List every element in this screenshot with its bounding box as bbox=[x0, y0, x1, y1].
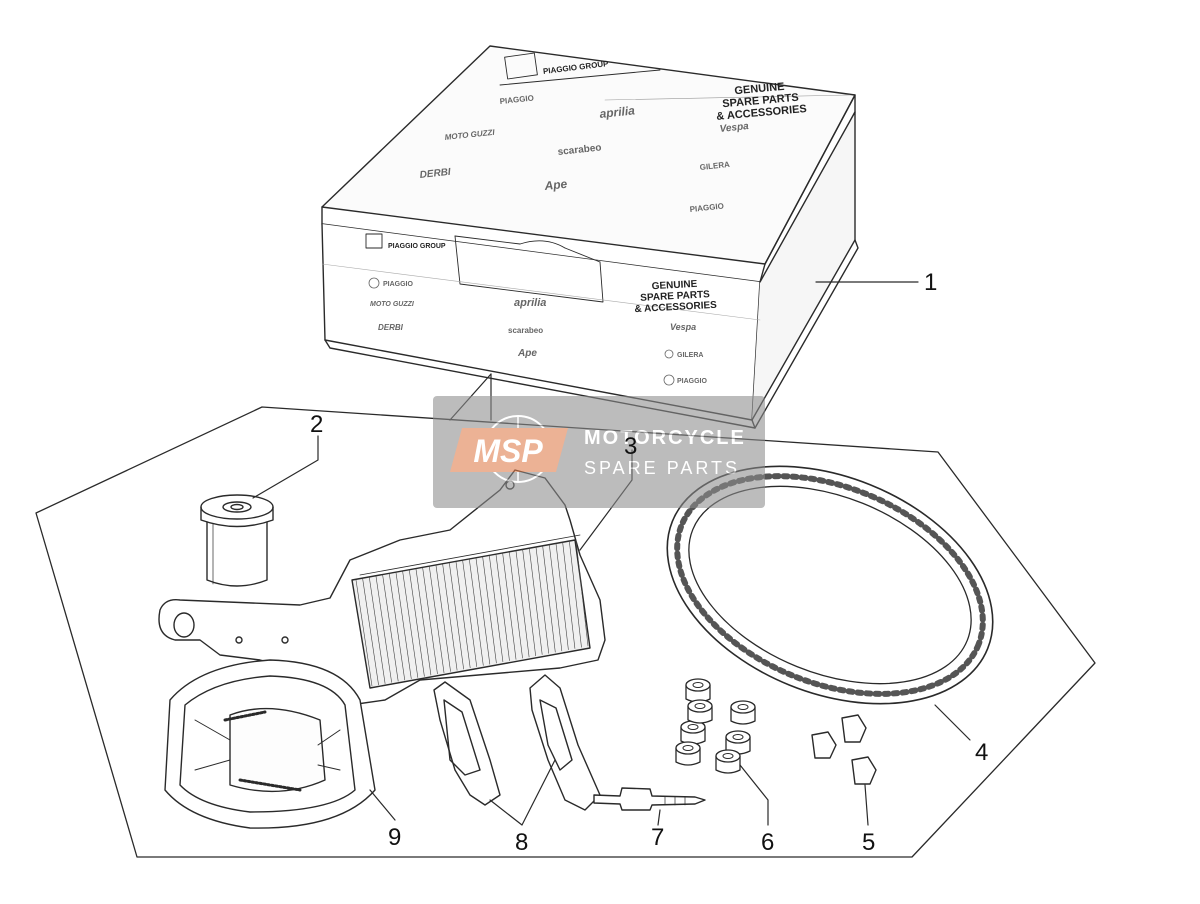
pleat-line bbox=[529, 548, 543, 655]
pleat-line bbox=[542, 545, 556, 653]
roller bbox=[675, 741, 701, 766]
brake-pads bbox=[433, 674, 601, 811]
callout-6: 6 bbox=[761, 829, 774, 856]
pleat-line bbox=[522, 549, 536, 656]
brand-piaggio-front: PIAGGIO bbox=[383, 281, 414, 288]
watermark-logo: MSP bbox=[473, 433, 543, 469]
brand-vespa-top: Vespa bbox=[719, 121, 750, 135]
pleat-line bbox=[535, 546, 550, 654]
pleat-line bbox=[422, 567, 438, 675]
pleat-line bbox=[389, 573, 406, 681]
pleat-line bbox=[369, 577, 386, 684]
brand-derbi-top: DERBI bbox=[419, 167, 451, 181]
roller bbox=[730, 700, 756, 725]
roller bbox=[685, 678, 711, 703]
pleat-line bbox=[515, 550, 530, 658]
brand-aprilia-front: aprilia bbox=[514, 297, 546, 309]
pleat-line bbox=[469, 559, 484, 666]
air-filter bbox=[158, 469, 606, 706]
callout-8: 8 bbox=[515, 829, 528, 856]
brand-vespa-front: Vespa bbox=[670, 322, 696, 332]
pleat-line bbox=[455, 561, 471, 669]
callout-4: 4 bbox=[975, 739, 988, 766]
pleat-line bbox=[575, 539, 589, 647]
roller bbox=[680, 720, 706, 745]
brand-gilera-top: GILERA bbox=[699, 160, 730, 172]
box-genuine-front-3: & ACCESSORIES bbox=[634, 300, 717, 315]
variator-rollers bbox=[675, 678, 756, 774]
watermark: MSP MOTORCYCLE SPARE PARTS bbox=[433, 396, 765, 508]
box-genuine-top-1: GENUINE bbox=[734, 81, 785, 97]
brand-gilera-front: GILERA bbox=[677, 352, 703, 359]
brand-piaggio-top: PIAGGIO bbox=[499, 93, 534, 106]
brand-scarabeo-top: scarabeo bbox=[557, 142, 602, 158]
callout-5: 5 bbox=[862, 829, 875, 856]
pleat-line bbox=[375, 576, 392, 683]
pleat-line bbox=[495, 554, 510, 661]
air-filter-pleats bbox=[355, 539, 589, 687]
brand-scarabeo-front: scarabeo bbox=[508, 326, 543, 335]
pleat-line bbox=[435, 565, 451, 672]
callout-7: 7 bbox=[651, 824, 664, 851]
roller bbox=[687, 699, 713, 724]
pleat-line bbox=[442, 563, 458, 671]
brake-shoes bbox=[164, 659, 376, 829]
brand-piaggio-top-2: PIAGGIO bbox=[689, 201, 724, 214]
watermark-line1: MOTORCYCLE bbox=[584, 427, 746, 449]
pleat-line bbox=[429, 566, 445, 673]
pleat-line bbox=[395, 572, 412, 680]
brand-ape-top: Ape bbox=[543, 177, 568, 193]
pleat-line bbox=[502, 553, 517, 660]
pleat-line bbox=[409, 570, 425, 677]
pleat-line bbox=[449, 562, 464, 670]
pleat-line bbox=[555, 543, 569, 650]
callout-3: 3 bbox=[624, 433, 637, 460]
kit-box bbox=[321, 45, 859, 429]
watermark-line2: SPARE PARTS bbox=[584, 458, 740, 478]
drive-belt bbox=[666, 465, 994, 705]
brand-aprilia-top: aprilia bbox=[599, 103, 636, 121]
box-group-logo-front: PIAGGIO GROUP bbox=[388, 243, 446, 250]
pleat-line bbox=[402, 571, 419, 678]
pleat-line bbox=[562, 542, 576, 649]
pleat-line bbox=[382, 574, 399, 682]
brand-motoguzzi-front: MOTO GUZZI bbox=[370, 301, 415, 308]
pleat-line bbox=[462, 560, 478, 667]
pleat-line bbox=[355, 579, 373, 687]
spark-plug bbox=[593, 787, 706, 811]
box-genuine-front-1: GENUINE bbox=[651, 279, 697, 292]
pleat-line bbox=[475, 557, 491, 665]
pleat-line bbox=[482, 556, 497, 664]
pleat-line bbox=[549, 544, 563, 652]
sliders bbox=[811, 714, 877, 785]
callout-9: 9 bbox=[388, 824, 401, 851]
brand-ape-front: Ape bbox=[517, 348, 537, 359]
pleat-line bbox=[489, 555, 504, 663]
brand-derbi-front: DERBI bbox=[378, 323, 404, 332]
callout-2: 2 bbox=[310, 411, 323, 438]
pleat-line bbox=[569, 540, 582, 648]
box-genuine-front-2: SPARE PARTS bbox=[640, 289, 710, 304]
roller bbox=[715, 749, 741, 774]
pleat-line bbox=[362, 578, 379, 686]
parts-frame bbox=[35, 406, 1096, 858]
oil-filter bbox=[200, 494, 274, 587]
pleat-line bbox=[509, 551, 523, 659]
brand-piaggio-front-2: PIAGGIO bbox=[677, 378, 708, 385]
pleat-line bbox=[415, 568, 432, 676]
callout-1: 1 bbox=[924, 269, 937, 296]
